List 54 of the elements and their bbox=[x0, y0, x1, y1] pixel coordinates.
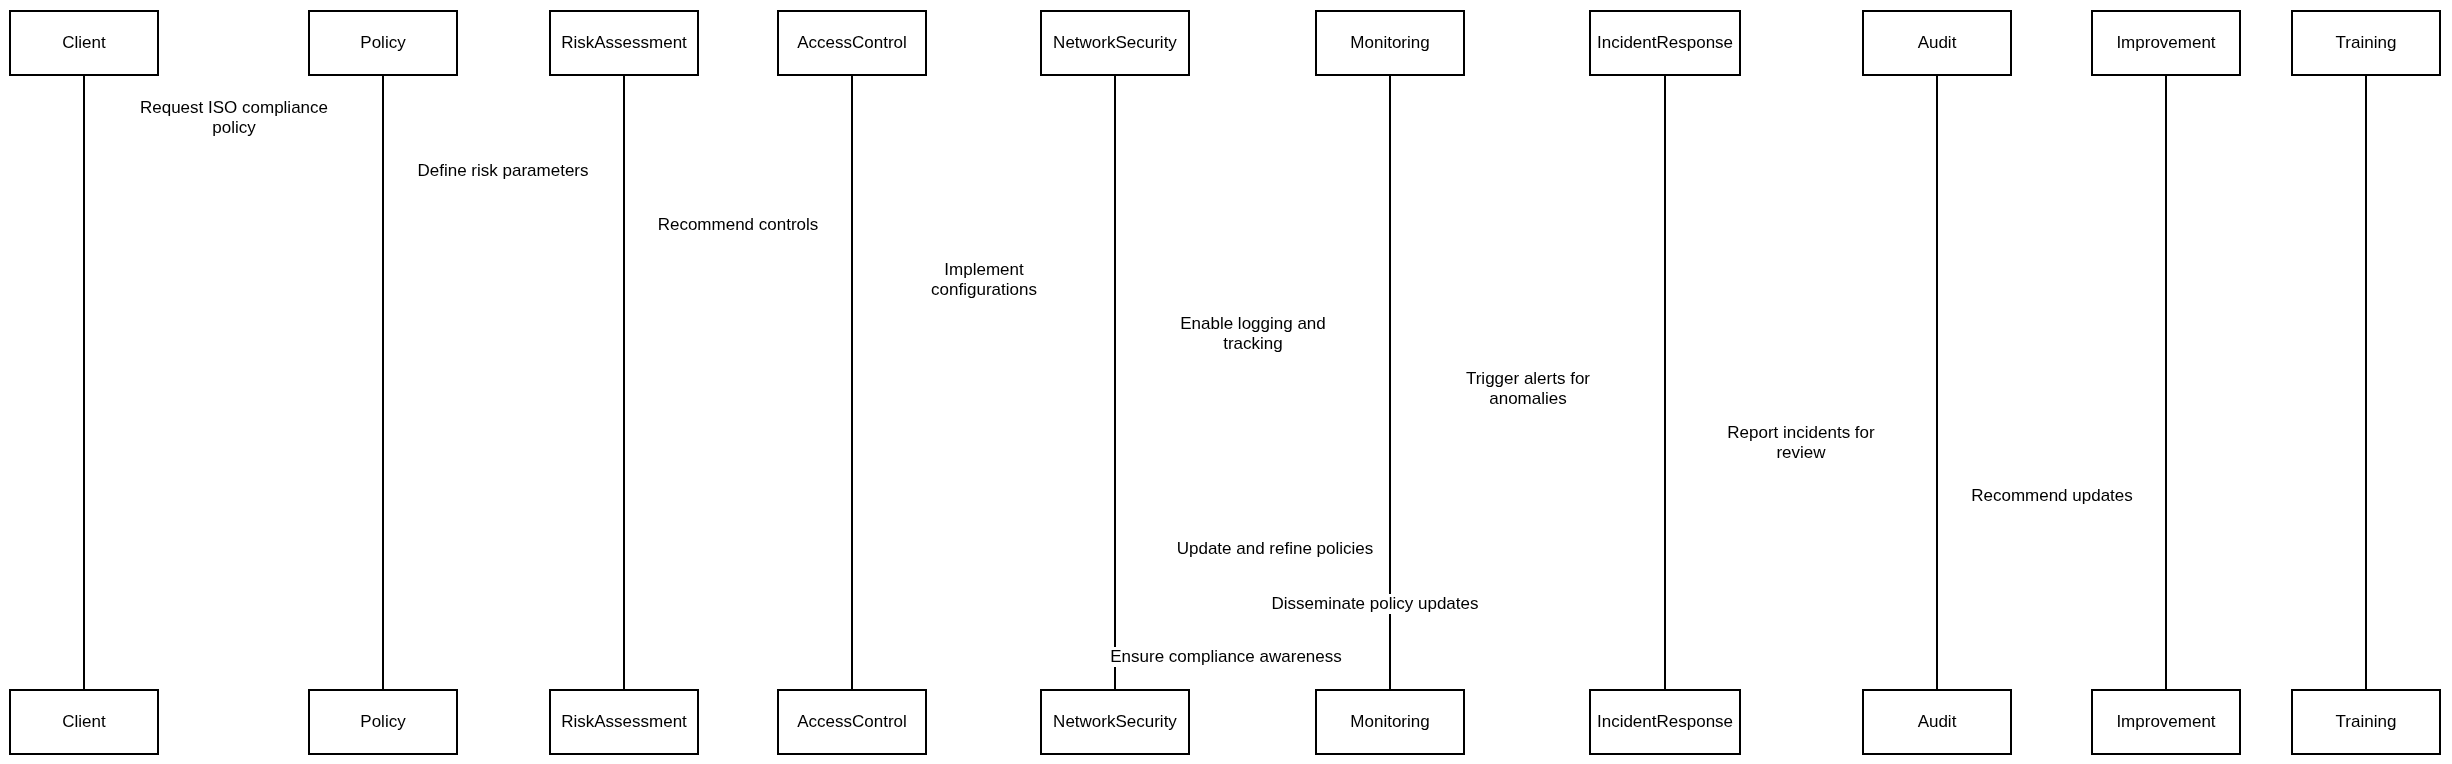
participant-box bbox=[549, 689, 699, 755]
participant-box bbox=[1589, 10, 1741, 76]
lifeline bbox=[382, 75, 384, 690]
participant-box bbox=[1040, 689, 1190, 755]
participant-name: Audit bbox=[1917, 33, 1957, 53]
message-label: Recommend updates bbox=[1969, 486, 2135, 506]
participant-box bbox=[2091, 10, 2241, 76]
participant-box bbox=[777, 10, 927, 76]
participant-box bbox=[777, 689, 927, 755]
participant-box bbox=[1315, 10, 1465, 76]
participant-name: Improvement bbox=[2116, 712, 2216, 732]
participant-name: NetworkSecurity bbox=[1053, 33, 1177, 53]
lifeline bbox=[1114, 75, 1116, 690]
lifeline bbox=[1664, 75, 1666, 690]
participant-box bbox=[1862, 689, 2012, 755]
participant-name: IncidentResponse bbox=[1596, 33, 1734, 53]
participant-box bbox=[1315, 689, 1465, 755]
participant-box bbox=[1862, 10, 2012, 76]
participant-name: IncidentResponse bbox=[1596, 712, 1734, 732]
lifeline bbox=[623, 75, 625, 690]
message-label: Define risk parameters bbox=[415, 161, 591, 181]
message-label: Disseminate policy updates bbox=[1269, 594, 1481, 614]
participant-name: AccessControl bbox=[797, 33, 907, 53]
participant-box bbox=[9, 10, 159, 76]
participant-name: Client bbox=[62, 712, 106, 732]
participant-name: Monitoring bbox=[1350, 33, 1430, 53]
participant-name: RiskAssessment bbox=[561, 33, 687, 53]
participant-name: NetworkSecurity bbox=[1053, 712, 1177, 732]
participant-box bbox=[308, 689, 458, 755]
participant-name: RiskAssessment bbox=[561, 712, 687, 732]
participant-box bbox=[9, 689, 159, 755]
participant-box bbox=[308, 10, 458, 76]
participant-box bbox=[1040, 10, 1190, 76]
participant-name: Policy bbox=[360, 712, 406, 732]
participant-name: Monitoring bbox=[1350, 712, 1430, 732]
lifeline bbox=[851, 75, 853, 690]
participant-box bbox=[2091, 689, 2241, 755]
lifeline bbox=[2165, 75, 2167, 690]
lifeline bbox=[1389, 75, 1391, 690]
lifeline bbox=[2365, 75, 2367, 690]
participant-name: Training bbox=[2335, 33, 2397, 53]
participant-name: Audit bbox=[1917, 712, 1957, 732]
participant-name: Training bbox=[2335, 712, 2397, 732]
participant-box bbox=[549, 10, 699, 76]
participant-box bbox=[1589, 689, 1741, 755]
message-label: Ensure compliance awareness bbox=[1108, 647, 1344, 667]
lifeline bbox=[83, 75, 85, 690]
participant-box bbox=[2291, 689, 2441, 755]
participant-name: Client bbox=[62, 33, 106, 53]
participant-name: Policy bbox=[360, 33, 406, 53]
participant-name: AccessControl bbox=[797, 712, 907, 732]
lifeline bbox=[1936, 75, 1938, 690]
participant-box bbox=[2291, 10, 2441, 76]
participant-name: Improvement bbox=[2116, 33, 2216, 53]
